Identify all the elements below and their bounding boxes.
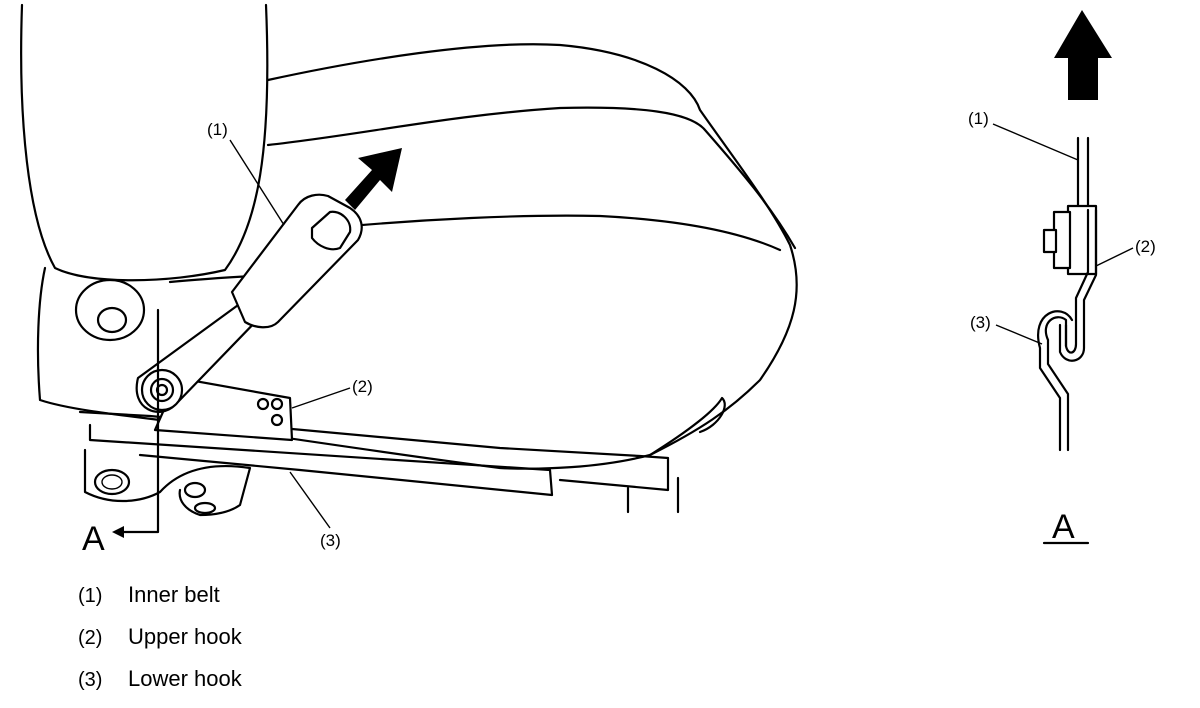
detail-bolt-cap xyxy=(1042,228,1058,254)
legend-number: (1) xyxy=(78,585,103,607)
rail-bracket xyxy=(83,448,252,517)
seat-rail-lower xyxy=(88,423,554,497)
leader-3 xyxy=(289,471,331,529)
legend-number: (3) xyxy=(78,669,103,691)
legend-text: Lower hook xyxy=(128,666,242,691)
legend-number: (2) xyxy=(78,627,103,649)
legend-text: Upper hook xyxy=(128,624,242,649)
rail-bolt-1 xyxy=(93,468,131,496)
detail-callout-3: (3) xyxy=(970,313,991,332)
anchor-bolt-inner xyxy=(149,377,175,403)
upper-hook-bolt-1 xyxy=(256,397,270,411)
detail-direction-arrow xyxy=(1054,10,1112,100)
legend-item: (1) Inner belt xyxy=(78,582,242,624)
upper-hook-bolt-3 xyxy=(270,413,284,427)
section-arrow-head xyxy=(112,526,124,538)
rail-bolt-1-inner xyxy=(101,474,123,490)
recliner-knob xyxy=(74,278,146,342)
seat-back xyxy=(20,3,269,282)
cushion-piping-upper xyxy=(266,106,797,250)
detail-view-a xyxy=(1037,10,1112,452)
buckle-slot xyxy=(310,210,352,251)
legend-item: (3) Lower hook xyxy=(78,666,242,708)
detail-leader-1 xyxy=(992,123,1079,161)
cushion-piping-mid xyxy=(348,214,782,252)
legend-text: Inner belt xyxy=(128,582,220,607)
section-line xyxy=(116,308,160,534)
detail-belt xyxy=(1076,136,1090,210)
detail-lower-hook xyxy=(1037,310,1074,452)
detail-leader-2 xyxy=(1095,247,1134,267)
leader-2 xyxy=(291,387,351,409)
legend: (1) Inner belt (2) Upper hook (3) Lower … xyxy=(78,582,242,708)
rail-hole-2 xyxy=(183,481,207,499)
upper-hook-bolt-2 xyxy=(270,397,284,411)
detail-upper-hook xyxy=(1058,208,1098,362)
detail-callout-2: (2) xyxy=(1135,237,1156,256)
seat-cushion xyxy=(36,43,798,470)
leader-1 xyxy=(229,139,285,226)
seat-leg xyxy=(626,476,680,514)
callout-3: (3) xyxy=(320,531,341,550)
seat-illustration xyxy=(20,3,798,538)
anchor-bolt xyxy=(140,368,184,412)
callout-1: (1) xyxy=(207,120,228,139)
seat-rail-upper xyxy=(78,410,670,492)
inner-belt-buckle xyxy=(230,193,363,329)
recliner-knob-inner xyxy=(96,306,128,334)
rail-hole-3 xyxy=(193,501,217,515)
upper-hook-bracket xyxy=(153,376,294,442)
detail-callout-1: (1) xyxy=(968,109,989,128)
detail-leader-3 xyxy=(995,324,1043,345)
pull-direction-arrow xyxy=(345,148,402,210)
view-marker-a: A xyxy=(82,520,105,558)
legend-item: (2) Upper hook xyxy=(78,624,242,666)
callout-2: (2) xyxy=(352,377,373,396)
detail-bolt-plate xyxy=(1066,204,1098,276)
detail-title: A xyxy=(1052,508,1075,546)
cushion-rear xyxy=(648,396,726,457)
